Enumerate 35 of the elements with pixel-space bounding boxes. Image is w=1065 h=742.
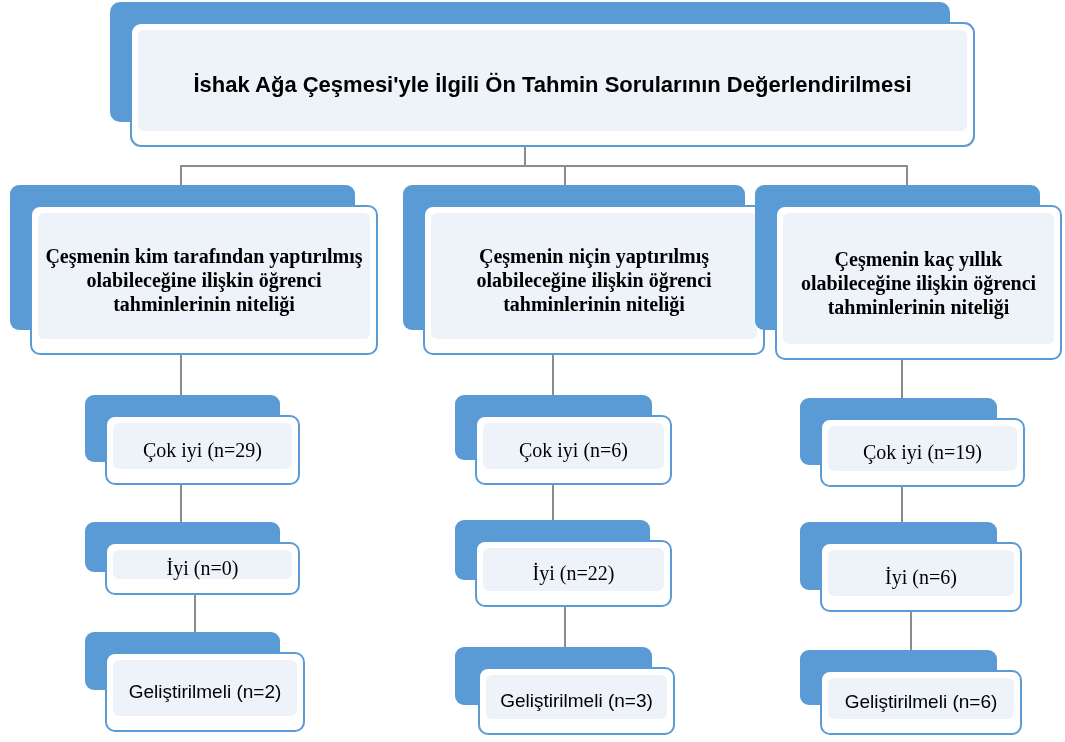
box-text: Geliştirilmeli (n=6) xyxy=(844,690,998,715)
box-text: Çok iyi (n=6) xyxy=(518,438,629,462)
connector-line xyxy=(552,484,554,521)
process-box xyxy=(85,632,305,732)
connector-line xyxy=(552,354,554,396)
connector-line xyxy=(901,486,903,523)
connector-line xyxy=(180,484,182,523)
box-text: İshak Ağa Çeşmesi'yle İlgili Ön Tahmin Sorularının Değerlendirilmesi xyxy=(193,70,912,99)
box-text: İyi (n=0) xyxy=(166,557,239,580)
box-text: İyi (n=6) xyxy=(885,565,957,589)
connector-line xyxy=(901,359,903,399)
process-box xyxy=(800,522,1022,612)
box-text: İyi (n=22) xyxy=(532,562,615,585)
process-box xyxy=(455,520,672,607)
process-box xyxy=(800,398,1025,487)
box-text: Geliştirilmeli (n=2) xyxy=(128,679,282,704)
connector-line xyxy=(180,354,182,396)
process-box xyxy=(755,185,1062,360)
box-text: Geliştirilmeli (n=3) xyxy=(500,688,653,713)
process-box xyxy=(110,2,975,147)
box-text: Çok iyi (n=29) xyxy=(142,438,263,462)
connector-line xyxy=(564,606,566,648)
process-box xyxy=(800,650,1022,735)
box-text: Çeşmenin kaç yıllık olabileceğine ilişkin öğrenci tahminlerinin niteliği xyxy=(799,246,1038,319)
process-box xyxy=(403,185,765,355)
process-box xyxy=(10,185,378,355)
connector-line xyxy=(194,594,196,633)
box-text: Çok iyi (n=19) xyxy=(862,441,983,464)
box-text: Çeşmenin kim tarafından yaptırılmış olabileceğine ilişkin öğrenci tahminlerinin niteliği xyxy=(44,244,364,316)
process-box xyxy=(85,522,300,595)
box-text: Çeşmenin niçin yaptırılmış olabileceğine ilişkin öğrenci tahminlerinin niteliği xyxy=(475,244,713,316)
process-box xyxy=(455,647,675,735)
process-box xyxy=(85,395,300,485)
connector-line xyxy=(910,611,912,651)
process-box xyxy=(455,395,672,485)
